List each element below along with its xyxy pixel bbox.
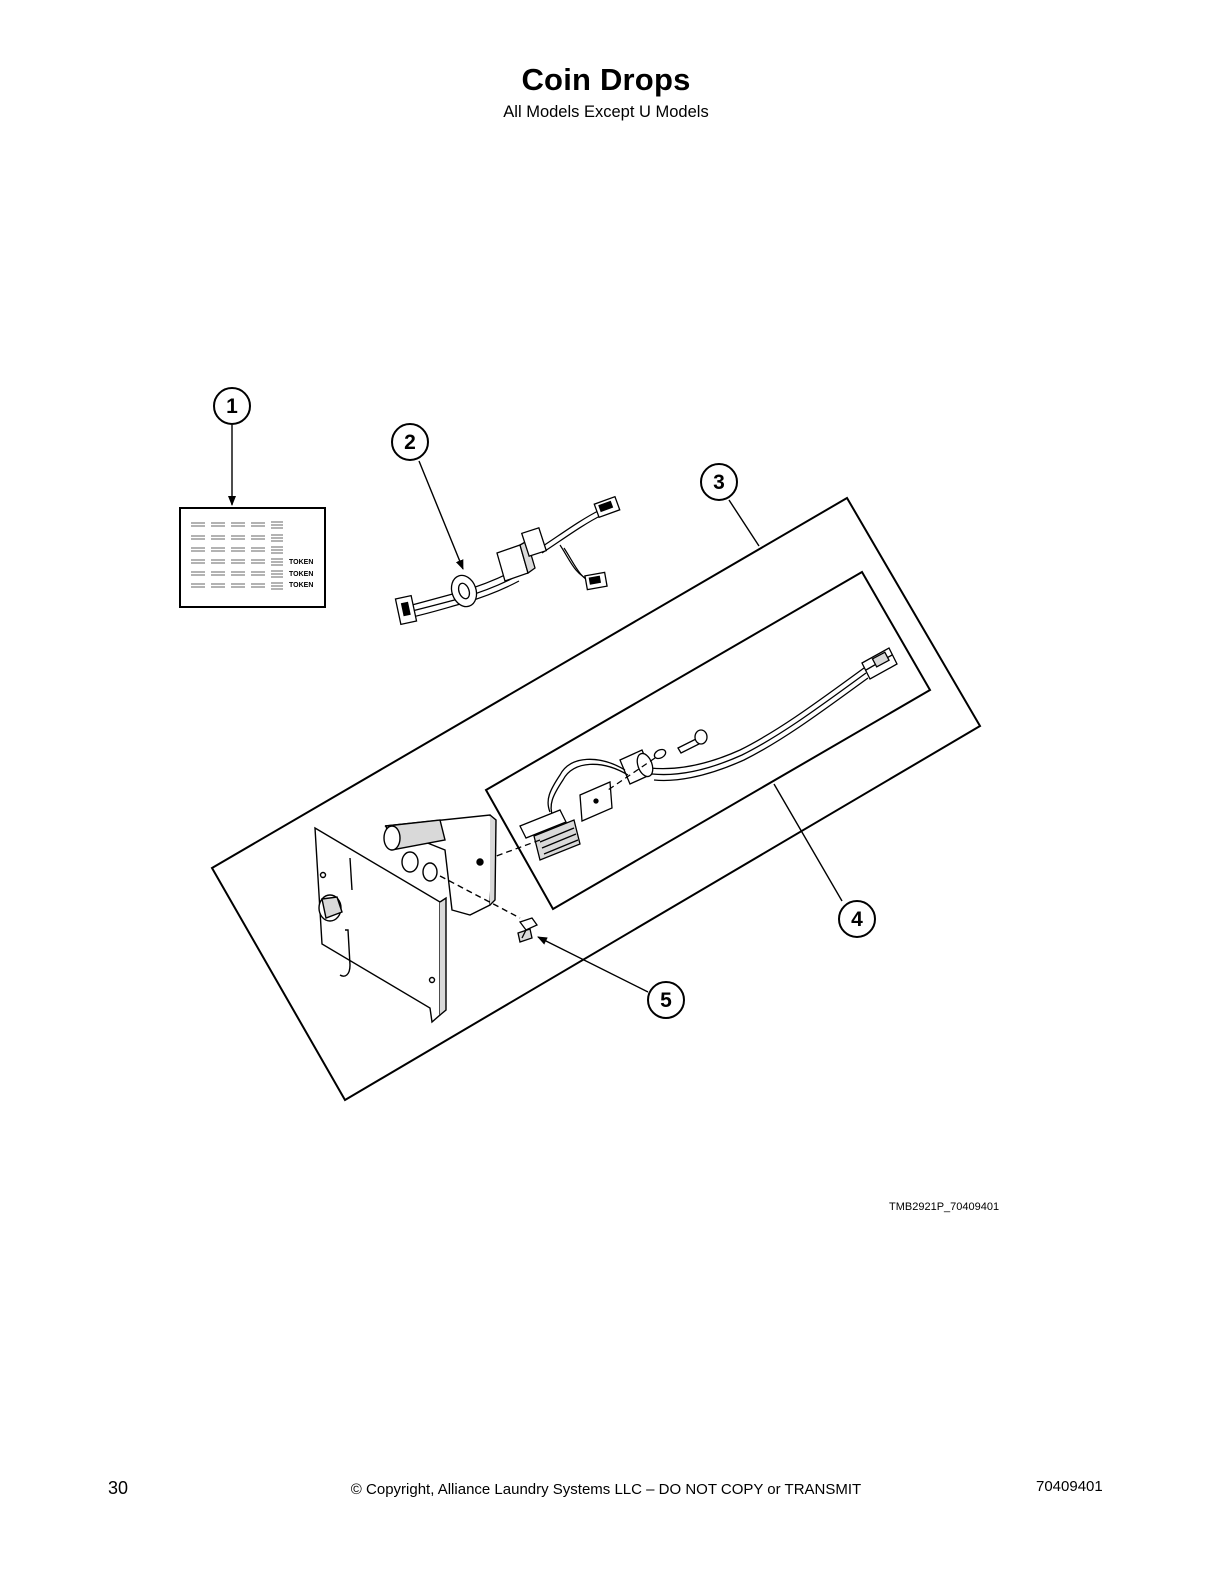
wire-harness-part [394,495,621,626]
figure-id: TMB2921P_70409401 [889,1201,1000,1213]
callout-2-label: 2 [404,431,416,454]
callout-5-label: 5 [660,989,672,1012]
sensor-subassembly-frame [484,570,932,911]
callout-5: 5 [647,981,685,1019]
coin-drop-body-part [314,814,521,1024]
copyright-notice: © Copyright, Alliance Laundry Systems LL… [350,1481,862,1498]
page-number: 30 [108,1478,129,1498]
document-number: 70409401 [1036,1478,1103,1495]
page-title: Coin Drops [521,62,691,97]
clip-part [517,917,538,943]
callout-1: 1 [213,387,251,425]
callout-1-label: 1 [226,395,238,418]
coin-drop-assembly-frame [210,496,982,1102]
page-subtitle: All Models Except U Models [503,103,709,121]
callout-4: 4 [838,900,876,938]
decal-token-text-1: TOKEN [289,559,313,566]
callout-4-label: 4 [851,908,863,931]
callout-3: 3 [700,463,738,501]
callout-2: 2 [391,423,429,461]
decal-token-text-3: TOKEN [289,582,313,589]
callout-3-label: 3 [713,471,725,494]
token-decal-part: TOKEN TOKEN TOKEN [179,507,326,608]
coin-sensor-part [479,647,898,863]
decal-token-text-2: TOKEN [289,571,313,578]
leader-lines [228,425,843,993]
